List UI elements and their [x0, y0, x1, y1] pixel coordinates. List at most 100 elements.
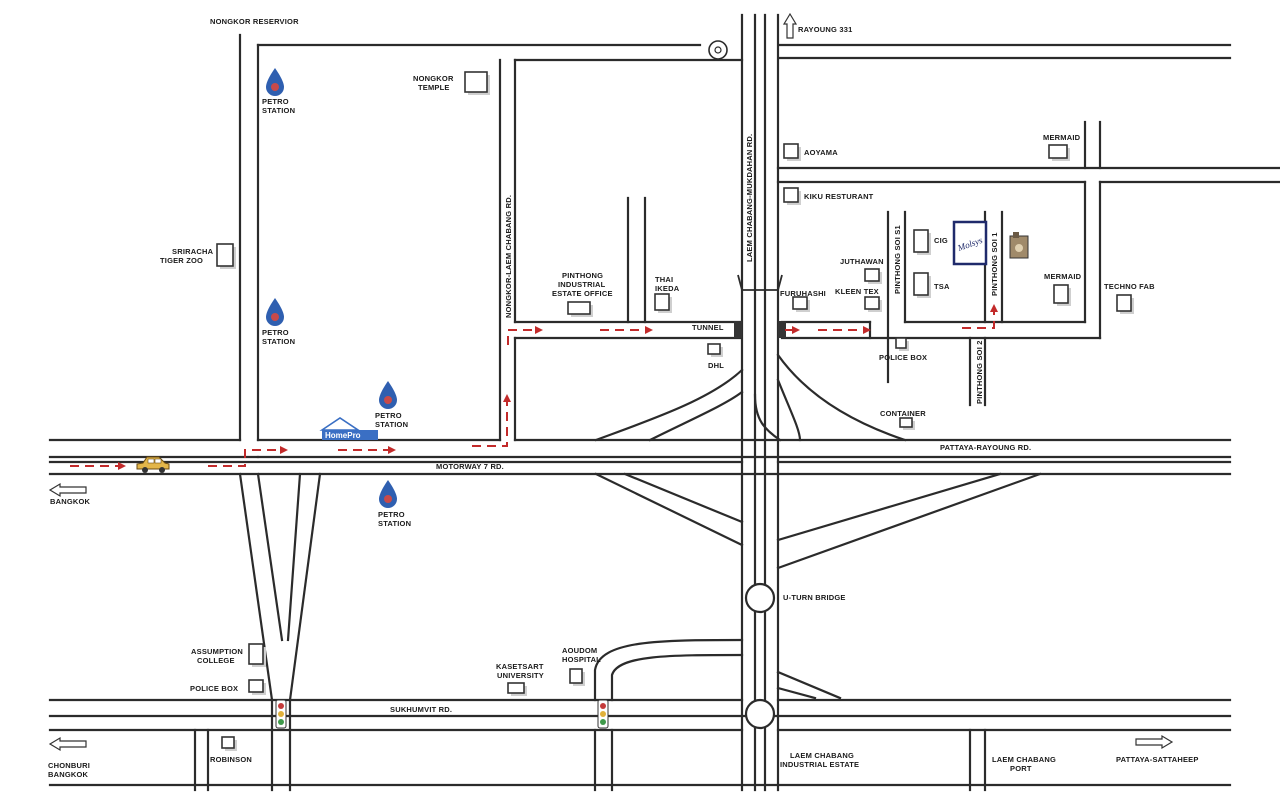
furuhashi-building [792, 296, 808, 310]
label-juthawan: JUTHAWAN [840, 257, 884, 266]
route-path [70, 304, 998, 470]
tunnel-markers [734, 274, 786, 338]
label-cig: CIG [934, 236, 948, 245]
robinson-building [221, 736, 235, 749]
label-assumption-b: COLLEGE [197, 656, 235, 665]
arrow-icon [1135, 734, 1174, 750]
label-u-turn: U-TURN BRIDGE [783, 593, 846, 602]
label-thai-ikeda-a: THAI [655, 275, 673, 284]
label-furuhashi: FURUHASHI [780, 289, 826, 298]
car-icon [136, 456, 170, 473]
label-soi-1: PINTHONG SOI 1 [990, 232, 999, 296]
label-dhl: DHL [708, 361, 724, 370]
label-petro3-b: STATION [375, 420, 408, 429]
fuel-drop-icon [379, 480, 397, 508]
fuel-drop-icon [266, 68, 284, 96]
label-aoudom-a: AOUDOM [562, 646, 597, 655]
label-petro4-a: PETRO [378, 510, 405, 519]
label-petro2-a: PETRO [262, 328, 289, 337]
label-robinson: ROBINSON [210, 755, 252, 764]
label-kiku: KIKU RESTURANT [804, 192, 874, 201]
label-petro1-a: PETRO [262, 97, 289, 106]
buildings [216, 71, 1134, 751]
label-kasetsart-a: KASETSART [496, 662, 544, 671]
aoudom-hospital-building [569, 668, 583, 684]
label-police-box-top: POLICE BOX [879, 353, 927, 362]
techno-fab-building [1116, 294, 1132, 312]
label-petro1-b: STATION [262, 106, 295, 115]
label-pinthong-office-b: INDUSTRIAL [558, 280, 606, 289]
label-laem-chabang-estate-a: LAEM CHABANG [790, 751, 854, 760]
label-pinthong-office-a: PINTHONG [562, 271, 603, 280]
label-nongkor-temple-b: TEMPLE [418, 83, 450, 92]
nongkor-temple-building [464, 71, 488, 93]
label-tsa: TSA [934, 282, 950, 291]
arrow-icon [782, 12, 798, 39]
fuel-drop-icon [266, 298, 284, 326]
label-rayoung331: RAYOUNG 331 [798, 25, 852, 34]
kleen-tex-building [864, 296, 880, 310]
traffic-light-icon [597, 699, 609, 729]
pinthong-office-building [567, 301, 591, 315]
label-laem-chabang-estate-b: INDUSTRIAL ESTATE [780, 760, 859, 769]
label-aoudom-b: HOSPITAL [562, 655, 601, 664]
cig-building [913, 229, 929, 253]
label-pattaya-rayoung: PATTAYA-RAYOUNG RD. [940, 443, 1031, 452]
police-box-top-building [895, 337, 907, 349]
label-aoyama: AOYAMA [804, 148, 838, 157]
label-kleen-tex: KLEEN TEX [835, 287, 879, 296]
thai-ikeda-building [654, 293, 670, 311]
label-container: CONTAINER [880, 409, 926, 418]
factory-icon [1009, 232, 1029, 259]
label-sukhumvit: SUKHUMVIT RD. [390, 705, 452, 714]
molsys-logo: Molsys [952, 220, 988, 266]
homepro-text: HomePro [325, 431, 361, 440]
label-sriracha-b: TIGER ZOO [160, 256, 203, 265]
label-chonburi-a: CHONBURI [48, 761, 90, 770]
aoyama-building [783, 143, 799, 159]
label-nongkor-reservoir: NONGKOR RESERVIOR [210, 17, 299, 26]
map-labels: NONGKOR RESERVIOR RAYOUNG 331 PETRO STAT… [48, 17, 1199, 779]
dhl-building [707, 343, 721, 355]
traffic-light-icon [275, 699, 287, 729]
label-tunnel: TUNNEL [692, 323, 724, 332]
kasetsart-building [507, 682, 525, 694]
juthawan-building [864, 268, 880, 282]
road-network [48, 13, 1280, 792]
arrow-icon [48, 482, 87, 498]
label-bangkok: BANGKOK [50, 497, 91, 506]
arrow-icon [48, 736, 87, 752]
mermaid-mid-building [1053, 284, 1069, 304]
label-laem-chabang-road: LAEM CHABANG-MUKDAHAN RD. [745, 134, 754, 262]
label-soi-2: PINTHONG SOI 2 [975, 340, 984, 404]
label-motorway: MOTORWAY 7 RD. [436, 462, 504, 471]
assumption-college-building [248, 643, 264, 665]
label-techno-fab: TECHNO FAB [1104, 282, 1155, 291]
label-pattaya-sattaheep: PATTAYA-SATTAHEEP [1116, 755, 1199, 764]
label-mermaid-mid: MERMAID [1044, 272, 1082, 281]
label-petro2-b: STATION [262, 337, 295, 346]
container-building [899, 417, 913, 428]
label-nongkor-road: NONGKOR-LAEM CHABANG RD. [504, 195, 513, 318]
label-nongkor-temple-a: NONGKOR [413, 74, 454, 83]
fuel-drop-icon [379, 381, 397, 409]
label-kasetsart-b: UNIVERSITY [497, 671, 544, 680]
label-petro4-b: STATION [378, 519, 411, 528]
label-laem-chabang-port-b: PORT [1010, 764, 1032, 773]
homepro-logo: HomePro [319, 417, 378, 440]
police-box-bottom-building [248, 679, 264, 693]
label-laem-chabang-port-a: LAEM CHABANG [992, 755, 1056, 764]
label-police-box-bottom: POLICE BOX [190, 684, 238, 693]
label-pinthong-office-c: ESTATE OFFICE [552, 289, 613, 298]
label-petro3-a: PETRO [375, 411, 402, 420]
mermaid-top-building [1048, 144, 1068, 159]
label-chonburi-b: BANGKOK [48, 770, 89, 779]
roundabout-icon [708, 40, 728, 60]
label-sriracha-a: SRIRACHA [172, 247, 214, 256]
label-assumption-a: ASSUMPTION [191, 647, 243, 656]
kiku-building [783, 187, 799, 203]
label-thai-ikeda-b: IKEDA [655, 284, 680, 293]
tsa-building [913, 272, 929, 296]
sriracha-zoo-building [216, 243, 234, 267]
